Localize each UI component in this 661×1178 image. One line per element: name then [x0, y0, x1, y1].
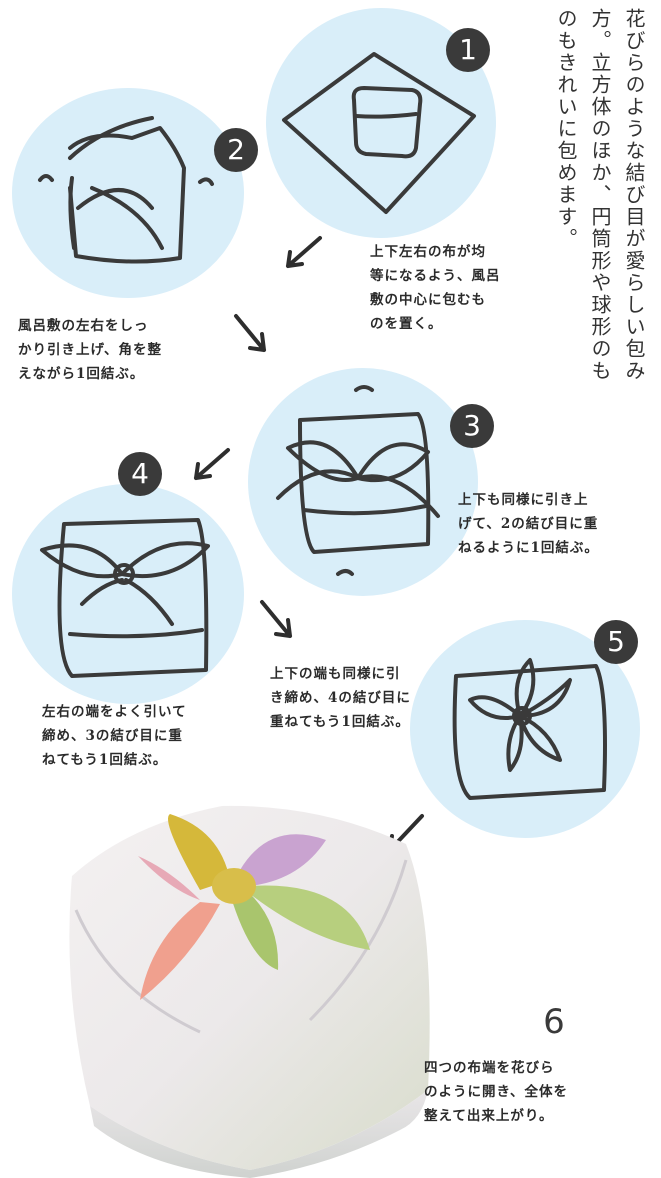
intro-text: 花びらのような結び目が愛らしい包み方。立方体のほか、円筒形や球形のものもきれいに…: [554, 8, 646, 382]
step3-badge: 3: [450, 404, 494, 448]
step2-illustration: [38, 116, 214, 264]
step1-illustration: [282, 52, 476, 214]
step3-circle: [248, 368, 478, 596]
step3-caption: 上下も同様に引き上 げて、2の結び目に重 ねるように1回結ぶ。: [458, 492, 599, 556]
step6-badge: 6: [543, 1002, 565, 1042]
step5-caption: 上下の端も同様に引 き締め、4の結び目に 重ねてもう1回結ぶ。: [270, 666, 411, 730]
step4-illustration: [40, 518, 210, 678]
step6-caption: 四つの布端を花びら のように開き、全体を 整えて出来上がり。: [424, 1060, 569, 1124]
finished-furoshiki-photo: [69, 805, 430, 1178]
step5-badge: 5: [594, 620, 638, 664]
arrow-1-to-2: [286, 236, 322, 268]
step4-badge: 4: [118, 452, 162, 496]
step4-caption: 左右の端をよく引いて 締め、3の結び目に重 ねてもう1回結ぶ。: [42, 704, 187, 768]
step3-illustration: [276, 385, 440, 576]
arrow-2-to-3: [234, 314, 266, 352]
arrow-3-to-4: [194, 448, 230, 480]
step2-caption: 風呂敷の左右をしっ かり引き上げ、角を整 えながら1回結ぶ。: [18, 318, 163, 382]
arrow-4-to-5: [260, 600, 292, 638]
step1-caption: 上下左右の布が均 等になるよう、風呂 敷の中心に包むも のを置く。: [370, 244, 501, 332]
step5-illustration: [452, 658, 607, 800]
step2-badge: 2: [214, 128, 258, 172]
step1-badge: 1: [446, 28, 490, 72]
